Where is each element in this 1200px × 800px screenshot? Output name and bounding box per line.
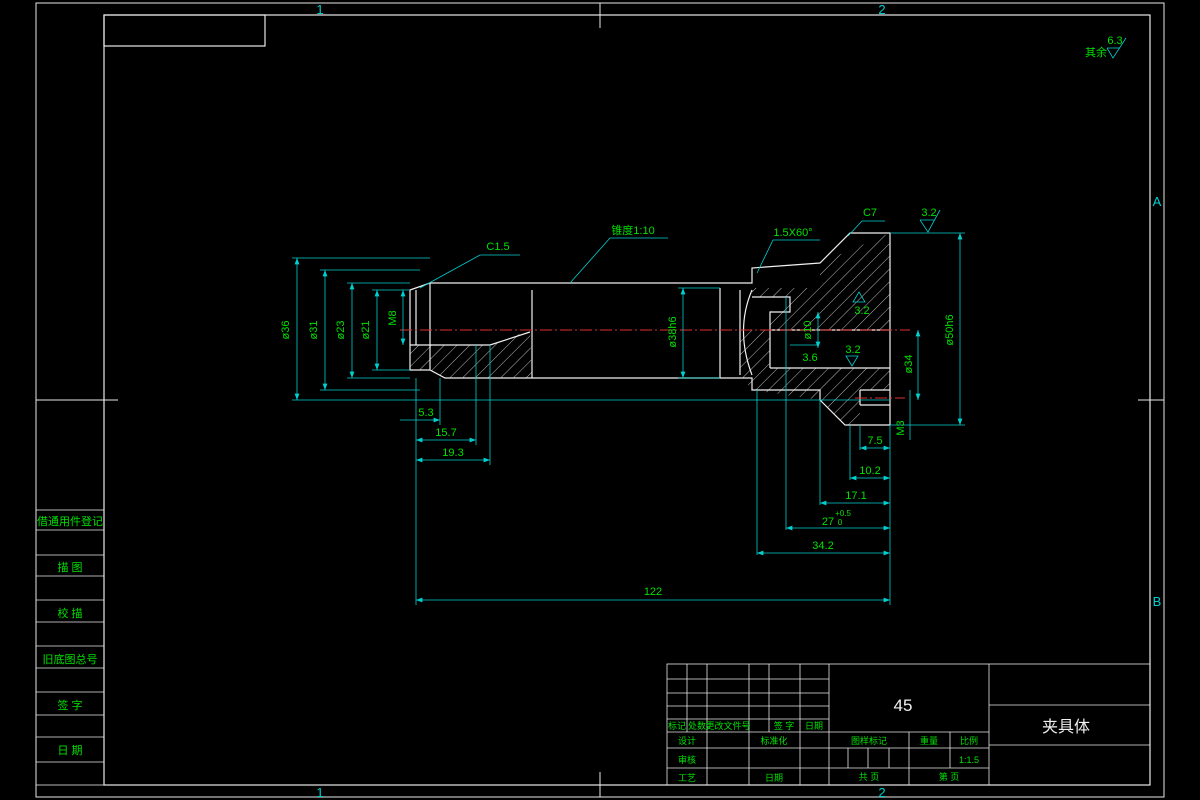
side-row-1: 借通用件登记	[37, 514, 103, 528]
zone-right-b: B	[1153, 594, 1162, 609]
part-section	[400, 232, 910, 426]
tb-ratio-label: 比例	[960, 735, 978, 746]
roughness-default-symbol	[1106, 37, 1127, 59]
dim-l36: 3.6	[802, 352, 817, 364]
zone-bottom-1: 1	[316, 785, 323, 800]
tb-change-label: 更改文件号	[705, 720, 750, 731]
hatch-left-bottom	[410, 330, 532, 378]
roughness-default-label: 其余	[1085, 45, 1107, 59]
tb-process-label: 工艺	[678, 773, 696, 783]
tb-standard-label: 标准化	[760, 735, 787, 746]
roughness-default-value: 6.3	[1107, 35, 1122, 47]
hatch-right-bottom	[740, 330, 890, 425]
dim-d21: ø21	[360, 321, 372, 340]
outer-frame	[35, 2, 1165, 798]
roughness-symbol-3	[845, 355, 859, 367]
dim-d50: ø50h6	[944, 314, 956, 345]
part-bore-curve	[742, 289, 753, 376]
zone-right-a: A	[1153, 194, 1162, 209]
zone-markers: 1 2 1 2 A B	[316, 2, 1161, 800]
hatch-right-top	[752, 233, 890, 330]
dim-l171: 17.1	[845, 490, 866, 502]
tb-review-label: 审核	[678, 754, 696, 765]
dim-l75: 7.5	[867, 435, 882, 447]
dim-d23: ø23	[335, 321, 347, 340]
roughness-value-3: 3.2	[845, 344, 860, 356]
tb-date-label: 日期	[805, 721, 823, 731]
tb-part-name: 夹具体	[1042, 718, 1090, 736]
tb-material: 45	[894, 696, 913, 715]
dim-d36: ø36	[280, 321, 292, 340]
tb-scale-value: 1:1.5	[959, 755, 979, 765]
zone-top-1: 1	[316, 2, 323, 17]
dim-l102: 10.2	[859, 465, 880, 477]
annot-groove: 1.5X60°	[773, 227, 812, 239]
dim-l27-upper: +0.5	[835, 509, 851, 518]
tb-sheet-label: 第 页	[939, 771, 960, 782]
dim-l157: 15.7	[435, 427, 456, 439]
dim-d10: ø10	[802, 321, 814, 340]
title-block: 标记 处数 更改文件号 签 字 日期 设计 标准化 审核 工艺 日期 图样标记 …	[666, 663, 1151, 786]
part-left-features	[410, 283, 533, 378]
zone-top-2: 2	[878, 2, 885, 17]
annot-c15: C1.5	[486, 241, 509, 253]
dim-l193: 19.3	[442, 447, 463, 459]
side-table: 借通用件登记 描 图 校 描 旧底图总号 签 字 日 期	[35, 509, 105, 786]
side-row-6: 日 期	[57, 744, 82, 757]
dim-l27: 27	[822, 516, 834, 528]
dimensions: ø36 ø31 ø23 ø21 M8 ø38h6 ø10 3.6 ø34	[280, 232, 965, 605]
dim-d31: ø31	[308, 321, 320, 340]
tb-approve-label: 日期	[765, 773, 783, 783]
zone-bottom-2: 2	[878, 785, 885, 800]
tb-total-label: 共 页	[859, 772, 880, 782]
dim-l27-lower: 0	[838, 518, 843, 527]
roughness-value-1: 3.2	[921, 207, 936, 219]
part-right-features	[719, 288, 890, 378]
dim-l122: 122	[644, 586, 662, 598]
tb-weight-label: 重量	[920, 735, 938, 746]
side-row-3: 校 描	[57, 606, 82, 620]
side-row-2: 描 图	[57, 560, 82, 574]
leader-taper	[569, 237, 668, 284]
dim-l53: 5.3	[418, 407, 433, 419]
part-outline	[409, 232, 891, 426]
tb-sign-label: 签 字	[774, 720, 795, 731]
tb-stage-label: 图样标记	[851, 735, 887, 746]
tb-count-label: 处数	[688, 720, 706, 731]
dim-m3: M3	[895, 420, 907, 435]
annotations: C1.5 锥度1:10 1.5X60° C7 3.2 3.2 3.2	[419, 207, 941, 367]
annot-c7: C7	[863, 207, 877, 219]
dim-d34: ø34	[903, 355, 915, 374]
side-row-4: 旧底图总号	[43, 652, 98, 666]
dim-m8: M8	[387, 310, 399, 325]
roughness-symbol-1	[919, 209, 941, 233]
annot-taper: 锥度1:10	[611, 223, 654, 237]
roughness-value-2: 3.2	[854, 305, 869, 317]
dim-l342: 34.2	[812, 540, 833, 552]
side-row-5: 签 字	[57, 698, 82, 712]
tb-mark-label: 标记	[668, 720, 686, 731]
leader-c7	[847, 220, 885, 237]
leader-c15	[419, 254, 520, 289]
roughness-symbol-2	[852, 291, 866, 303]
tb-design-label: 设计	[678, 735, 696, 746]
leader-groove	[756, 239, 820, 274]
roughness-default: 其余 6.3	[1085, 35, 1127, 59]
dim-d38: ø38h6	[667, 316, 679, 347]
